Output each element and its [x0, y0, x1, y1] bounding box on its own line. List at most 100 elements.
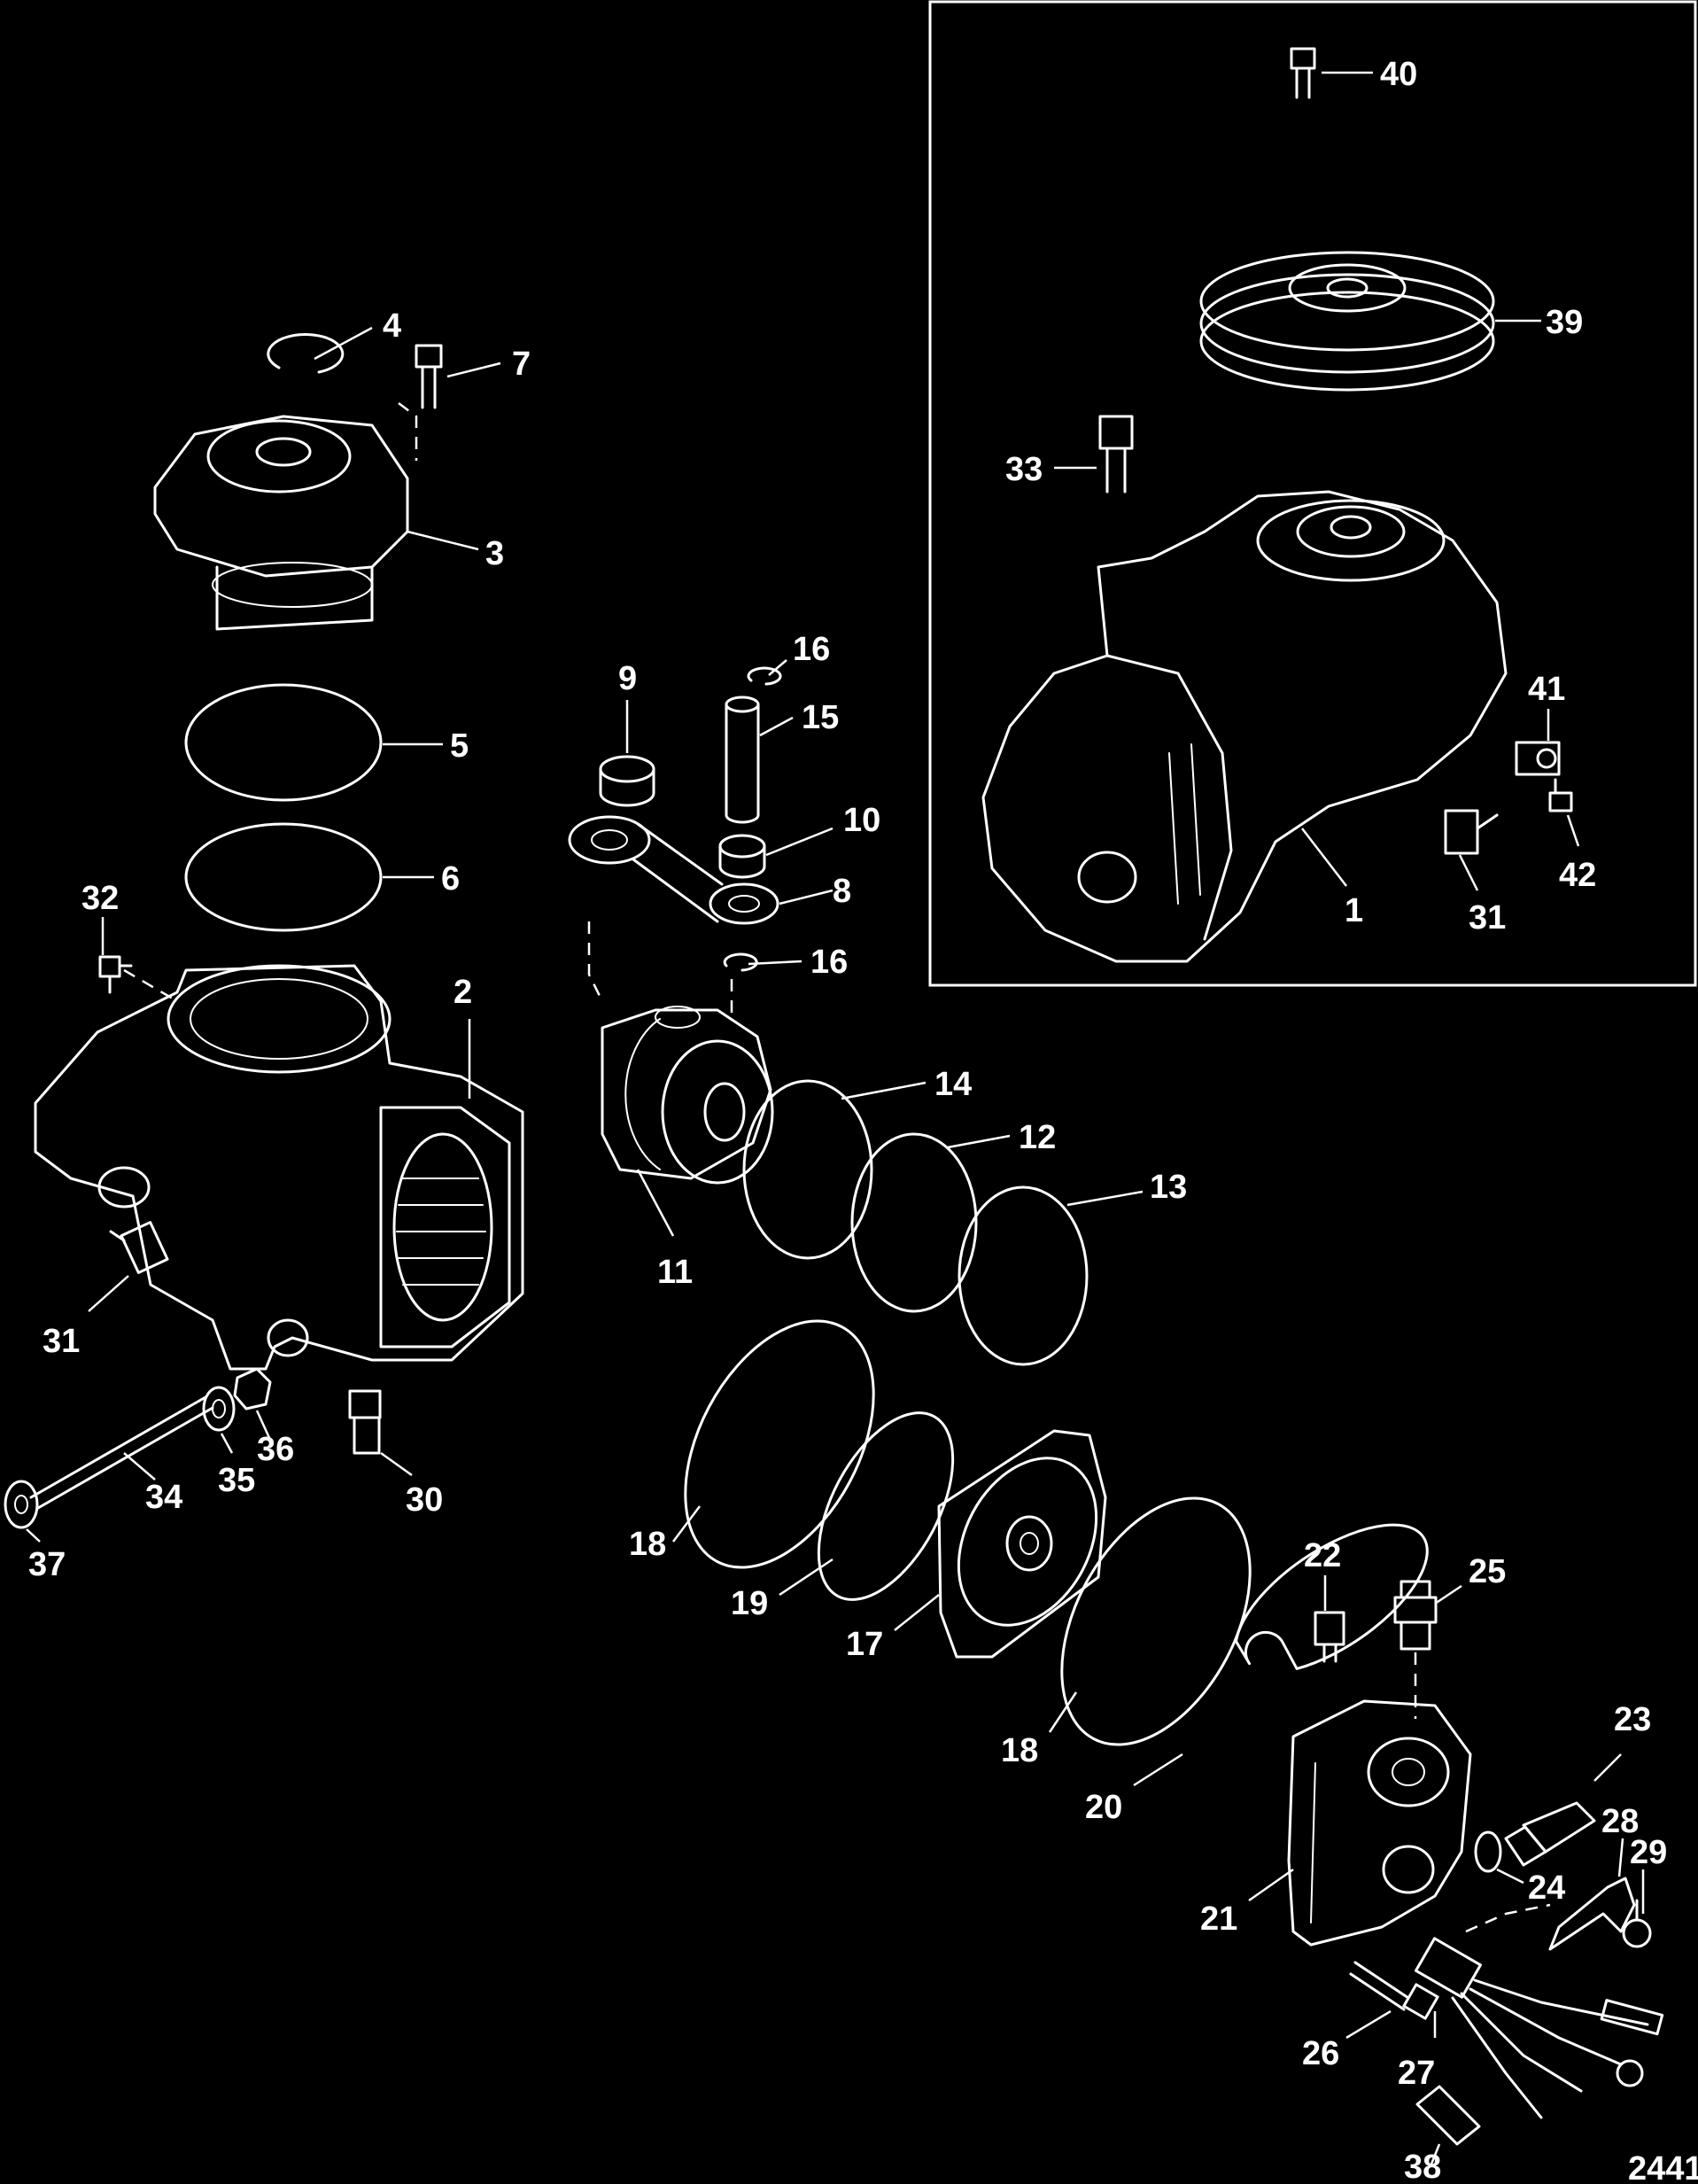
leader-31	[88, 1275, 129, 1312]
part-37-washer	[4, 1480, 39, 1529]
part-2-cylinder-block	[34, 964, 524, 1371]
callout-31-inset: 31	[1469, 899, 1506, 937]
part-18-seal-right	[1060, 1496, 1252, 1746]
part-30-fitting	[348, 1389, 382, 1455]
part-26-bolt	[1349, 1961, 1439, 2020]
leader-16-lower	[748, 960, 802, 966]
leader-31-inset	[1458, 854, 1479, 891]
leader-15	[759, 716, 794, 737]
callout-12: 12	[1019, 1119, 1056, 1156]
part-23-fitting	[1504, 1801, 1596, 1867]
callout-22: 22	[1304, 1537, 1341, 1574]
part-27-wiring-harness	[1415, 1937, 1664, 2119]
inset-frame	[928, 0, 1697, 987]
dash-21	[1465, 1903, 1551, 1933]
callout-31: 31	[43, 1323, 80, 1360]
callout-15: 15	[802, 699, 839, 736]
part-29-bolt	[1622, 1899, 1652, 1948]
callout-41: 41	[1528, 671, 1565, 708]
leader-13	[1066, 1190, 1144, 1207]
part-35-washer	[202, 1386, 236, 1432]
callout-39: 39	[1546, 304, 1583, 341]
callout-30: 30	[406, 1481, 443, 1519]
callout-4: 4	[383, 307, 401, 345]
callout-42: 42	[1559, 857, 1596, 894]
part-14-ring	[742, 1079, 873, 1260]
leader-23	[1593, 1753, 1622, 1782]
callout-5: 5	[450, 727, 469, 765]
callout-27: 27	[1398, 2055, 1435, 2092]
leader-10	[765, 827, 833, 857]
part-38-connector	[1415, 2085, 1481, 2146]
leader-21	[1248, 1868, 1294, 1902]
leader-3	[407, 530, 479, 551]
leader-26	[1345, 2009, 1392, 2040]
callout-28: 28	[1601, 1803, 1639, 1840]
leader-20	[1133, 1753, 1183, 1787]
part-6-o-ring	[184, 822, 383, 932]
callout-18-right: 18	[1001, 1732, 1038, 1769]
part-16-clip-lower	[723, 952, 758, 972]
callout-33: 33	[1005, 451, 1043, 488]
part-19-ring	[817, 1411, 955, 1601]
part-10-bearing	[718, 834, 766, 879]
leader-11	[636, 1169, 675, 1237]
callout-29: 29	[1630, 1834, 1667, 1871]
callout-8: 8	[833, 873, 851, 910]
callout-20: 20	[1085, 1789, 1122, 1826]
leader-28	[1617, 1838, 1624, 1877]
part-1-compressor-assembly	[981, 490, 1508, 963]
callout-37: 37	[28, 1546, 66, 1583]
callout-24: 24	[1528, 1869, 1565, 1907]
leader-14	[841, 1081, 927, 1100]
callout-26: 26	[1302, 2035, 1339, 2072]
part-8-connecting-rod	[568, 815, 779, 925]
part-20-gasket	[1235, 1523, 1429, 1670]
part-40-bolt	[1290, 47, 1316, 99]
part-11-piston	[601, 1006, 774, 1185]
leader-17	[894, 1594, 940, 1631]
part-36-nut	[233, 1367, 272, 1411]
callout-6: 6	[441, 860, 460, 898]
leader-42	[1566, 814, 1580, 847]
callout-18-left: 18	[629, 1526, 666, 1563]
leader-38	[1429, 2143, 1441, 2167]
part-31-sensor	[109, 1221, 169, 1274]
callout-7: 7	[512, 346, 531, 383]
part-28-bracket	[1548, 1877, 1636, 1951]
leader-12	[947, 1134, 1011, 1149]
part-32-fitting	[98, 955, 133, 994]
leader-18-left	[672, 1505, 701, 1543]
part-17-valve-plate	[937, 1429, 1107, 1659]
leader-36	[255, 1410, 272, 1441]
part-15-pin	[725, 696, 760, 824]
leader-7	[446, 361, 501, 378]
part-18-seal-left	[684, 1319, 875, 1569]
part-22-fitting	[1314, 1611, 1345, 1663]
leader-4	[314, 326, 373, 361]
part-41-clip	[1515, 741, 1561, 776]
part-39-pulley	[1199, 251, 1495, 392]
leader-34	[123, 1452, 156, 1481]
leader-16-upper	[768, 659, 787, 676]
callout-2: 2	[454, 974, 472, 1011]
callout-9: 9	[618, 660, 637, 697]
callout-labels: 40 39 33 41 42 1 31 4 7 3 5 6 32 2 31 34…	[28, 56, 1667, 2184]
callout-14: 14	[934, 1066, 972, 1103]
leader-1	[1301, 828, 1347, 887]
callout-1: 1	[1345, 892, 1363, 929]
leader-19	[779, 1558, 833, 1597]
callout-11: 11	[657, 1254, 693, 1291]
part-31-sensor-inset	[1444, 809, 1499, 855]
callout-32: 32	[81, 880, 119, 917]
callout-38: 38	[1404, 2149, 1441, 2184]
part-33-bolt	[1098, 415, 1134, 494]
figure-reference-number: 2441	[1628, 2150, 1698, 2184]
callout-19: 19	[731, 1585, 768, 1622]
leader-25	[1434, 1584, 1462, 1605]
part-16-clip-upper	[747, 666, 782, 686]
callout-16-lower: 16	[810, 944, 848, 981]
part-24-o-ring	[1474, 1830, 1502, 1873]
